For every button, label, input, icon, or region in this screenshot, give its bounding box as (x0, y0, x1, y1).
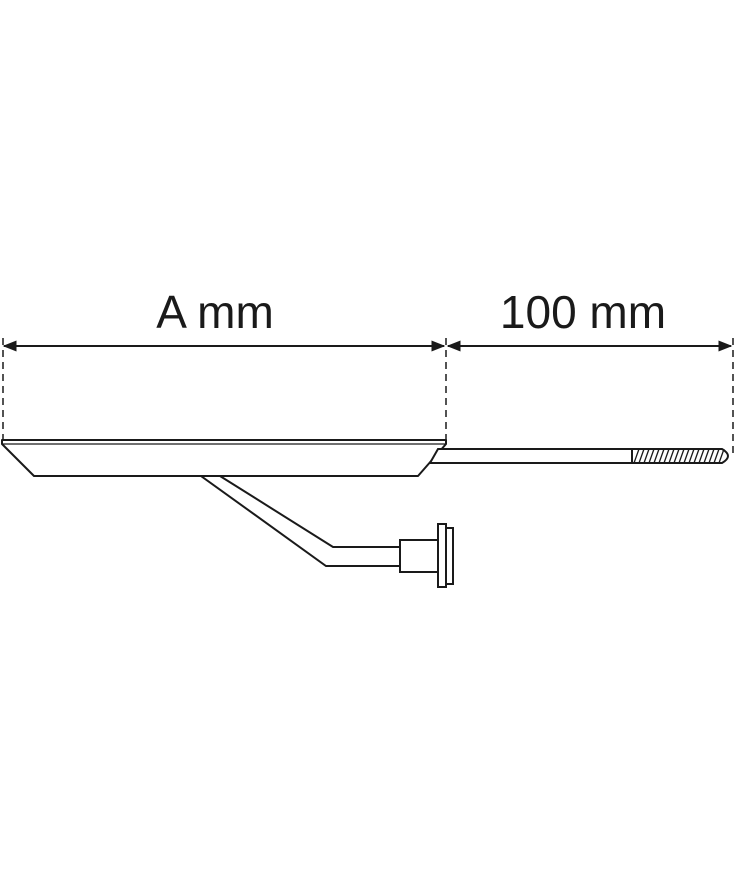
screw-thread-line (673, 448, 680, 464)
screw-thread-line (658, 448, 665, 464)
screw-shank (428, 448, 633, 464)
screw-thread-line (638, 448, 645, 464)
extension-lines (2, 338, 734, 458)
screw-thread-line (653, 448, 660, 464)
dimension-label-100: 100 mm (500, 286, 666, 338)
end-fitting (399, 523, 454, 588)
screw-threads (633, 448, 725, 464)
screw-thread-line (678, 448, 685, 464)
screw-thread-line (718, 448, 725, 464)
screw-thread-line (668, 448, 675, 464)
screw-thread-line (688, 448, 695, 464)
dimension-label-a: A mm (156, 286, 274, 338)
screw-thread-line (643, 448, 650, 464)
screw-thread-line (693, 448, 700, 464)
screw-thread-line (663, 448, 670, 464)
bent-rod (197, 475, 401, 567)
screw-thread-line (633, 448, 640, 464)
fitting-collar (399, 539, 439, 573)
screw-thread-line (648, 448, 655, 464)
fitting-flange (437, 523, 447, 588)
screw (428, 448, 729, 464)
screw-thread-line (698, 448, 705, 464)
fitting-cap (445, 527, 454, 585)
screw-thread-line (683, 448, 690, 464)
screw-thread-line (703, 448, 710, 464)
base-plate (1, 439, 447, 477)
screw-thread-line (708, 448, 715, 464)
screw-thread-body (631, 448, 729, 464)
screw-thread-line (713, 448, 720, 464)
